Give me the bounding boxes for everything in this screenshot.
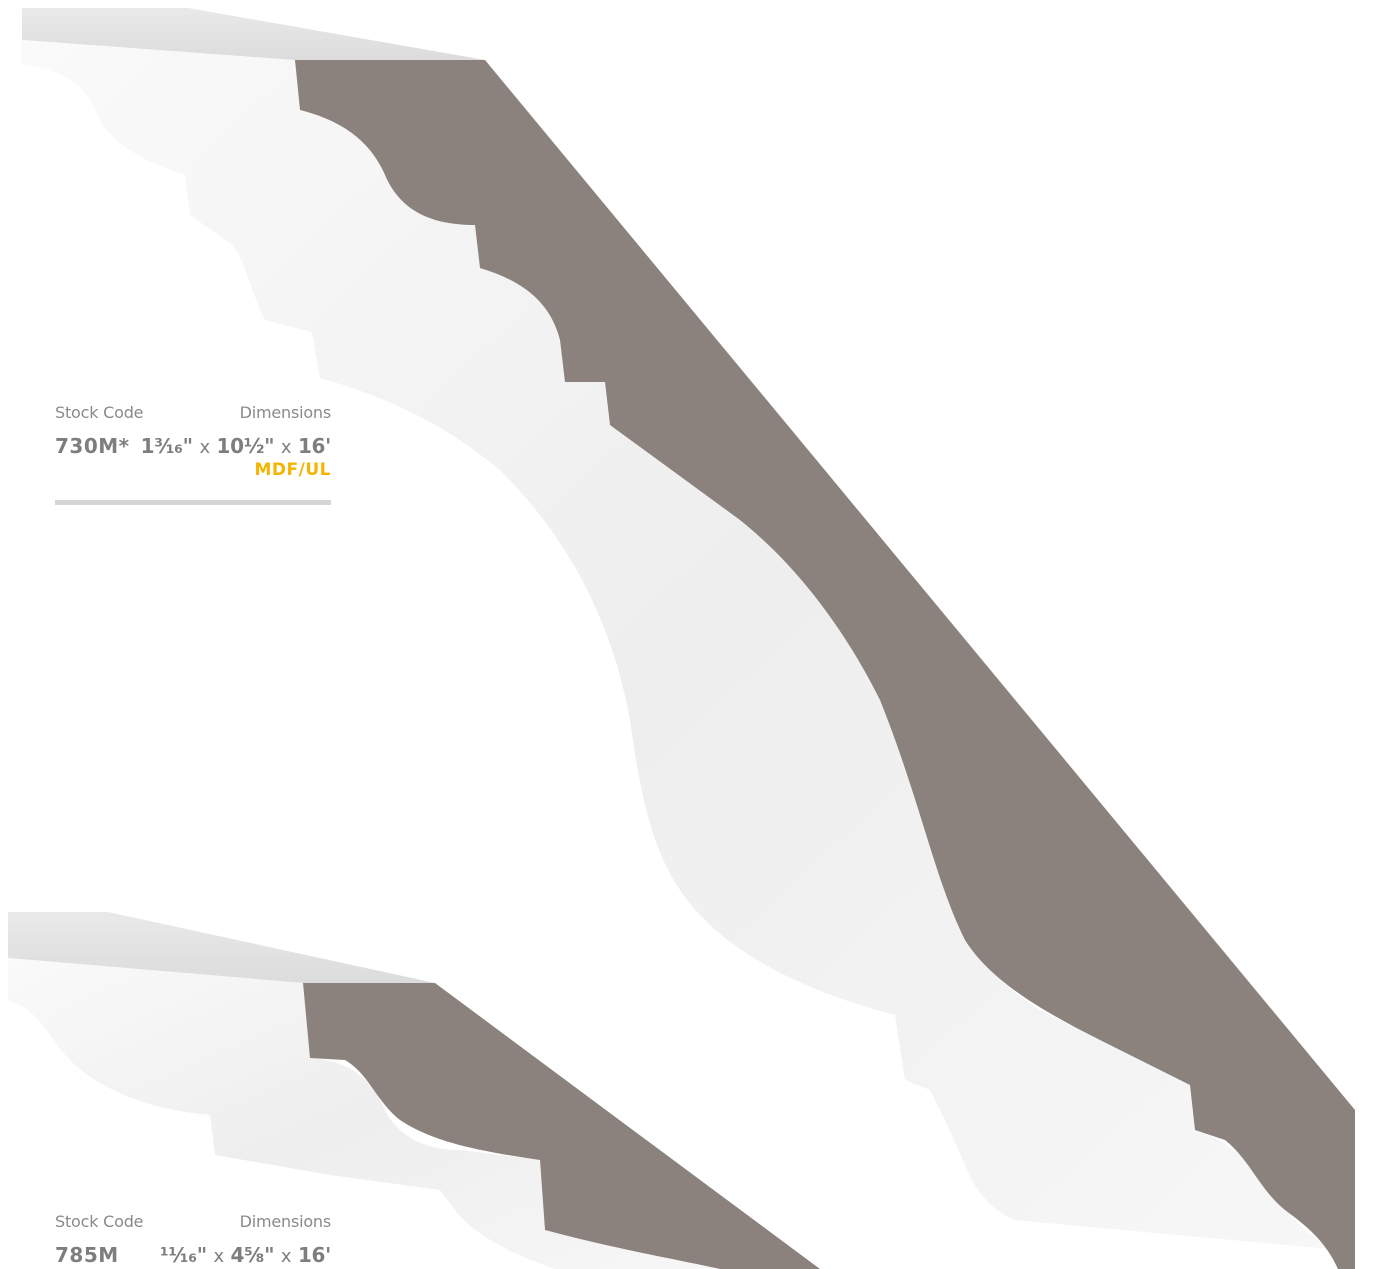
spec-values: 730M* 1³⁄₁₆" x 10½" x 16' xyxy=(55,434,331,458)
product-spec-730m: Stock Code Dimensions 730M* 1³⁄₁₆" x 10½… xyxy=(55,403,331,505)
dim-separator: x xyxy=(199,437,210,458)
dimensions-value: ¹¹⁄₁₆" x 4⁵⁄₈" x 16' xyxy=(160,1243,331,1267)
dim-separator: x xyxy=(213,1246,225,1267)
molding-785m-profile xyxy=(303,983,820,1269)
molding-785m-face xyxy=(8,958,720,1269)
width-value: 10½" xyxy=(216,434,275,458)
material-label: MDF/UL xyxy=(254,460,331,480)
dim-separator: x xyxy=(280,437,292,458)
length-value: 16' xyxy=(297,1243,331,1267)
stock-code-value: 785M xyxy=(55,1243,119,1267)
product-spec-785m: Stock Code Dimensions 785M ¹¹⁄₁₆" x 4⁵⁄₈… xyxy=(55,1212,331,1267)
spec-header: Stock Code Dimensions xyxy=(55,403,331,422)
crown-molding-730m-illustration xyxy=(22,8,1355,1269)
molding-730m-top-surface xyxy=(22,8,485,60)
stock-code-label: Stock Code xyxy=(55,403,144,422)
spec-values: 785M ¹¹⁄₁₆" x 4⁵⁄₈" x 16' xyxy=(55,1243,331,1267)
crown-molding-785m-illustration xyxy=(8,912,820,1269)
thickness-value: ¹¹⁄₁₆" xyxy=(159,1243,207,1267)
stock-code-label: Stock Code xyxy=(55,1212,144,1231)
dim-separator: x xyxy=(280,1246,292,1267)
dimensions-label: Dimensions xyxy=(239,403,332,422)
stock-code-value: 730M* xyxy=(55,434,130,458)
thickness-value: 1³⁄₁₆" xyxy=(140,434,193,458)
dimensions-value: 1³⁄₁₆" x 10½" x 16' xyxy=(140,434,332,458)
molding-730m-profile xyxy=(295,60,1355,1269)
width-value: 4⁵⁄₈" xyxy=(230,1243,275,1267)
molding-730m-face xyxy=(22,40,1340,1250)
divider xyxy=(55,500,331,505)
molding-785m-top-surface xyxy=(8,912,435,983)
length-value: 16' xyxy=(297,434,331,458)
dimensions-label: Dimensions xyxy=(239,1212,332,1231)
spec-header: Stock Code Dimensions xyxy=(55,1212,331,1231)
